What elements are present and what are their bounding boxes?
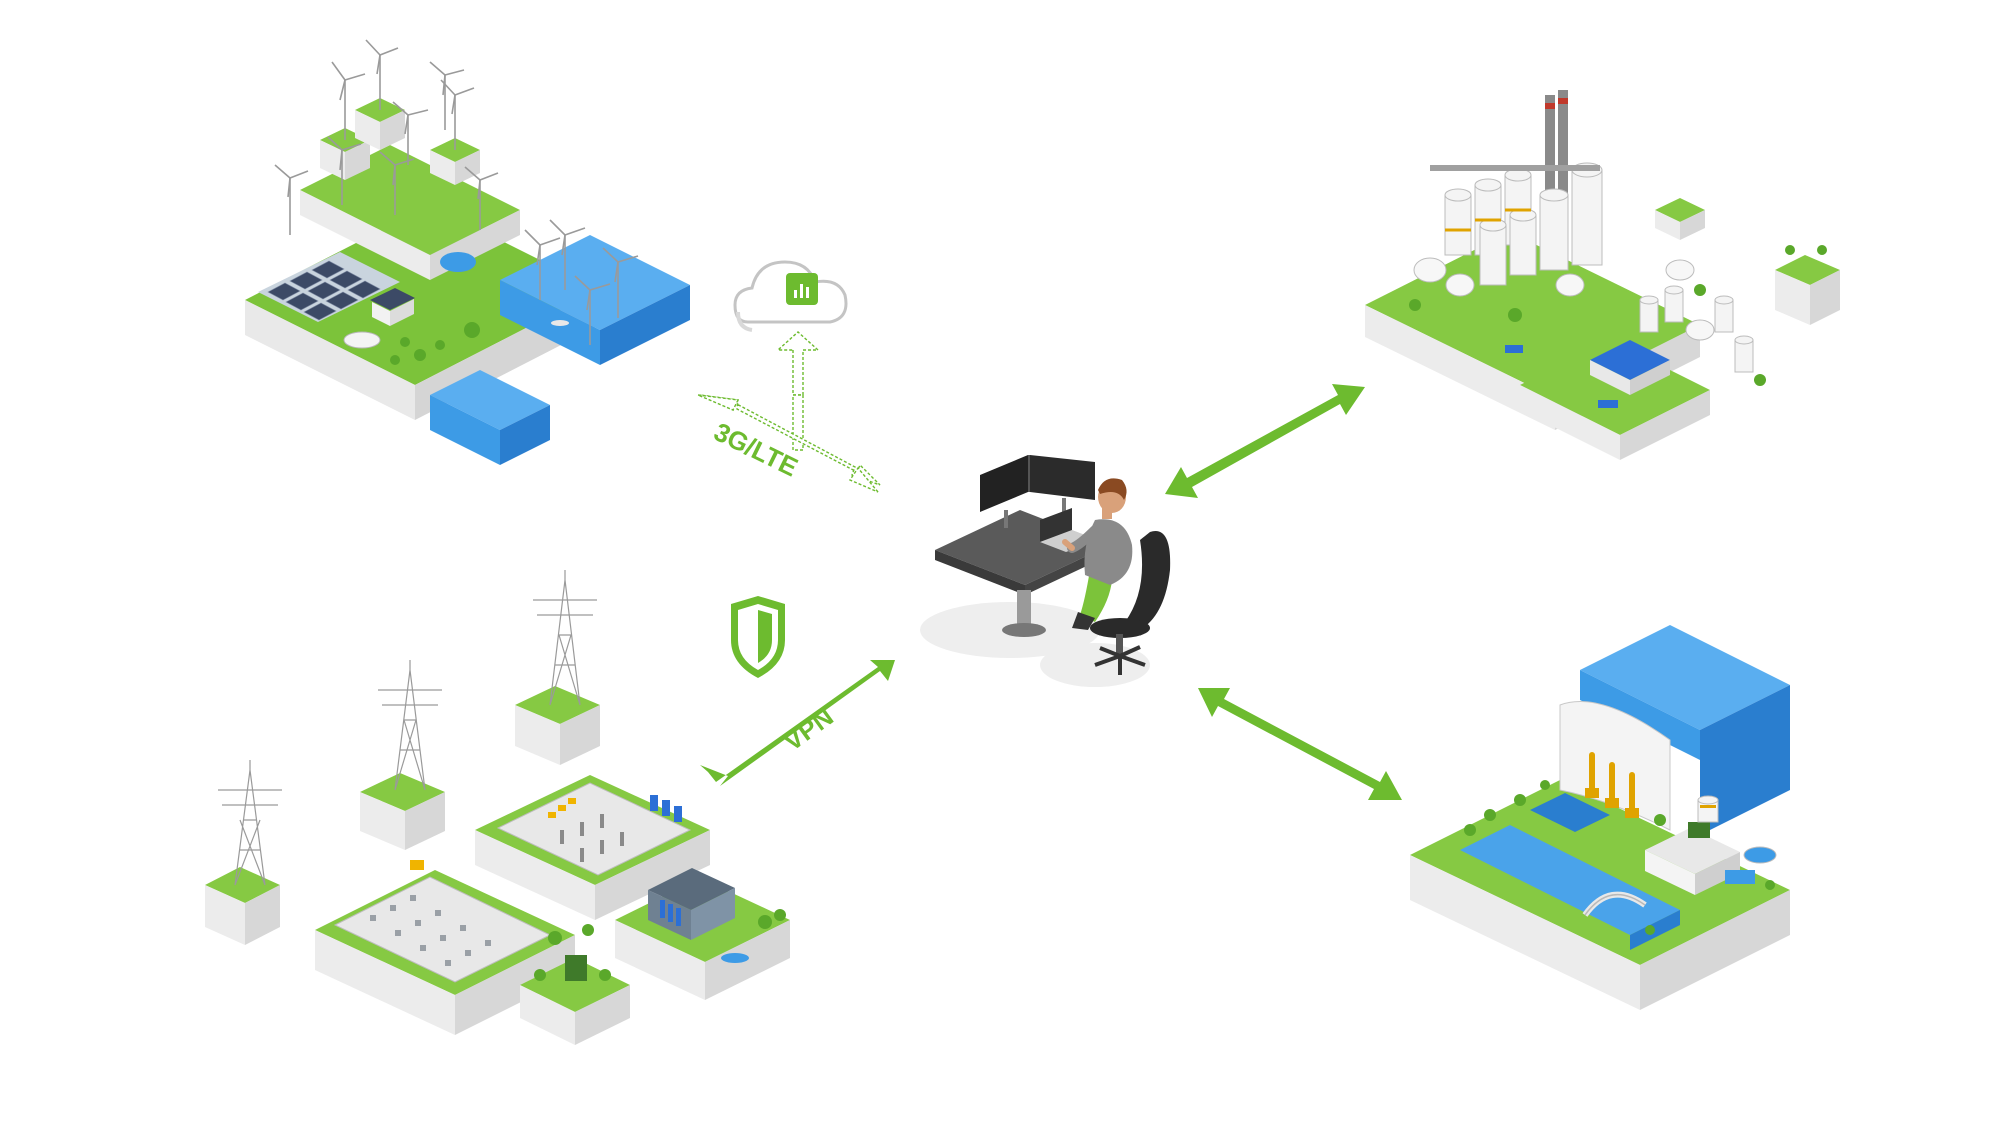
power-grid-substation [205,570,790,1045]
transmission-pylons [218,570,597,886]
vpn-link-arrow [700,660,895,786]
cellular-label: 3G/LTE [709,416,802,482]
water-treatment-dam [1410,625,1790,1010]
operator-person [1062,478,1133,630]
vpn-label: VPN [778,701,839,757]
cloud-analytics-icon [733,260,848,332]
renewable-energy-site [245,39,690,465]
operator-workstation [920,455,1171,687]
office-chair [1125,531,1171,630]
cellular-link-arrows [697,331,881,493]
link-arrow-chemical [1165,384,1365,498]
monitor-screens [980,455,1095,528]
wind-turbines [274,39,639,345]
link-arrow-water [1198,688,1402,800]
chemical-plant [1365,90,1840,460]
shield-icon [731,596,785,678]
